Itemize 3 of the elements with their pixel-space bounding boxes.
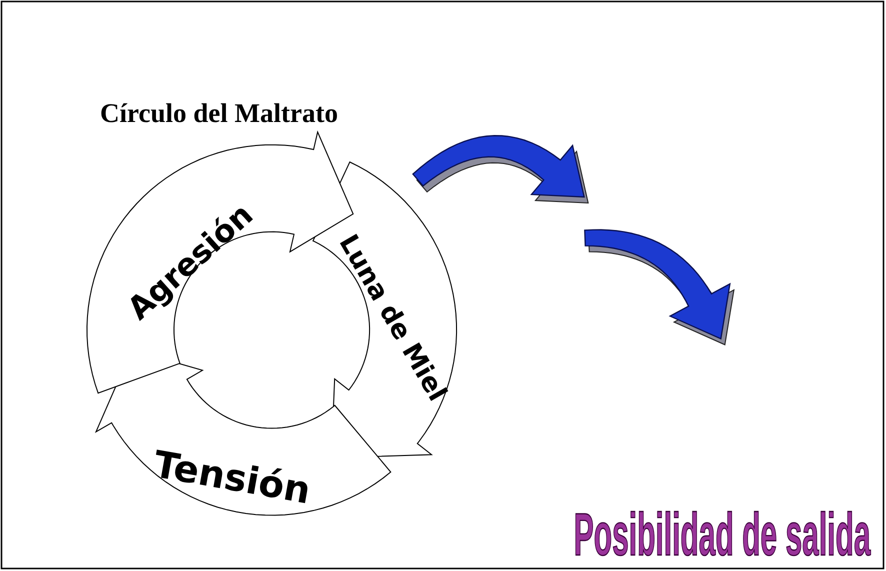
exit-caption: Posibilidad de salida: [573, 500, 870, 569]
diagram-title: Círculo del Maltrato: [100, 98, 338, 129]
phase-label: Tensión: [150, 443, 314, 513]
